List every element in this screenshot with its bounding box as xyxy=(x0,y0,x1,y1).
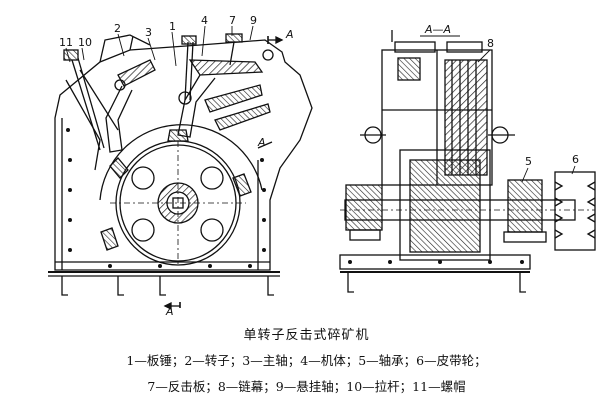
cut-mark-right: A xyxy=(257,136,266,149)
rotor-hole xyxy=(200,218,224,242)
feed-hood xyxy=(99,34,151,63)
part-number-2: 2 xyxy=(114,22,121,35)
section-label-a-a: A—A xyxy=(424,23,451,36)
housing-arc xyxy=(99,124,263,201)
side-view xyxy=(48,33,313,311)
blow-bar xyxy=(100,227,119,251)
section-base xyxy=(339,254,531,270)
part-number-5: 5 xyxy=(525,155,532,168)
body-bolts xyxy=(66,128,266,268)
part-number-8: 8 xyxy=(487,37,494,50)
anchor-foot xyxy=(117,276,124,296)
bearing-right xyxy=(507,179,543,233)
rotor-hole xyxy=(131,166,155,190)
leader-lines xyxy=(65,25,254,67)
impact-plate-1-arm xyxy=(105,85,133,153)
part-number-1: 1 xyxy=(169,20,176,33)
anchor-foot xyxy=(61,276,68,296)
legend-line-2: 7—反击板；8—链幕；9—悬挂轴；10—拉杆；11—螺帽 xyxy=(147,379,466,394)
cut-mark-top: A xyxy=(285,28,294,41)
part-number-11: 11 xyxy=(59,36,73,49)
anchor-foot xyxy=(267,276,274,296)
belt-pulley xyxy=(554,171,596,251)
chain-curtain xyxy=(444,59,488,176)
pull-rod xyxy=(184,41,189,101)
top-flange xyxy=(394,41,436,53)
section-rotor xyxy=(399,149,491,261)
cut-mark-bottom: A xyxy=(165,305,174,318)
hex-nut xyxy=(63,49,79,61)
anchor-foot xyxy=(159,276,166,296)
part-number-4: 4 xyxy=(201,14,208,27)
machine-body xyxy=(54,39,313,271)
rotor-hole xyxy=(200,166,224,190)
impact-plate-1 xyxy=(117,59,156,87)
impact-plate-2-arm xyxy=(177,74,216,138)
hex-nut xyxy=(181,35,197,45)
figure-title: 单转子反击式碎矿机 xyxy=(243,328,370,343)
anchor-foot xyxy=(347,272,354,293)
section-marks: A—A A A A xyxy=(165,23,451,318)
part-number-3: 3 xyxy=(145,26,152,39)
feed-chute xyxy=(65,69,119,171)
bearing-left xyxy=(345,184,383,231)
part-number-10: 10 xyxy=(78,36,92,49)
rotor-hole xyxy=(131,218,155,242)
anchor-foot xyxy=(519,272,526,293)
blow-bar xyxy=(109,157,129,179)
blow-bar xyxy=(232,173,252,197)
part-labels: 11 10 2 3 1 4 7 9 8 5 6 xyxy=(59,14,579,168)
impact-liner xyxy=(204,84,263,113)
hanging-shaft xyxy=(262,49,274,61)
part-number-9: 9 xyxy=(250,14,257,27)
section-view xyxy=(339,30,596,293)
part-number-6: 6 xyxy=(572,153,579,166)
impact-plate-2 xyxy=(188,59,264,76)
legend-line-1: 1—板锤；2—转子；3—主轴；4—机体；5—轴承；6—皮带轮； xyxy=(126,353,487,368)
pull-rod xyxy=(71,59,101,151)
part-number-7: 7 xyxy=(229,14,236,27)
